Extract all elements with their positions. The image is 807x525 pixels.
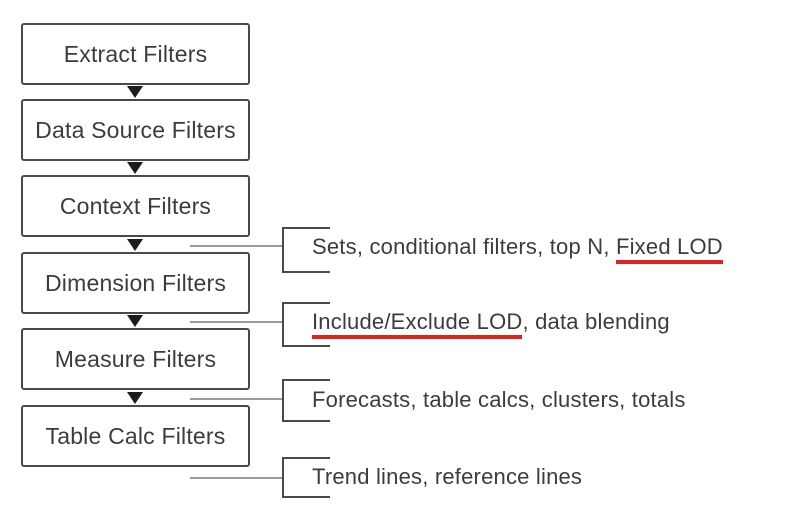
down-arrow-icon bbox=[127, 162, 143, 174]
flow-box-table-calc-filters: Table Calc Filters bbox=[21, 405, 250, 467]
callout-bracket bbox=[282, 302, 330, 347]
flow-box-measure-filters: Measure Filters bbox=[21, 328, 250, 390]
flow-box-label: Dimension Filters bbox=[44, 269, 227, 296]
annotation-text: Forecasts, table calcs, clusters, totals bbox=[312, 387, 686, 412]
down-arrow-icon bbox=[127, 239, 143, 251]
down-arrow-icon bbox=[127, 315, 143, 327]
flow-box-label: Measure Filters bbox=[54, 345, 217, 372]
flow-box-extract-filters: Extract Filters bbox=[21, 23, 250, 85]
connector-line bbox=[190, 321, 282, 323]
annotation-text: Sets, conditional filters, top N, bbox=[312, 234, 616, 259]
flow-box-label: Context Filters bbox=[59, 192, 212, 219]
annotation-table-calc-filters: Forecasts, table calcs, clusters, totals bbox=[312, 386, 686, 414]
annotation-text-underlined: Fixed LOD bbox=[615, 234, 723, 264]
down-arrow-icon bbox=[127, 392, 143, 404]
down-arrow-icon bbox=[127, 86, 143, 98]
annotation-text-underlined: Include/Exclude LOD bbox=[312, 309, 523, 339]
connector-line bbox=[190, 398, 282, 400]
flow-box-label: Data Source Filters bbox=[35, 116, 236, 143]
flow-box-label: Table Calc Filters bbox=[45, 422, 226, 449]
connector-line bbox=[190, 477, 282, 479]
callout-bracket bbox=[282, 457, 330, 498]
callout-bracket bbox=[282, 379, 330, 422]
flow-box-label: Extract Filters bbox=[63, 40, 208, 67]
annotation-trend-lines: Trend lines, reference lines bbox=[312, 463, 582, 491]
annotation-text: , data blending bbox=[522, 309, 670, 334]
flow-box-data-source-filters: Data Source Filters bbox=[21, 99, 250, 161]
flow-box-context-filters: Context Filters bbox=[21, 175, 250, 237]
callout-bracket bbox=[282, 227, 330, 273]
annotation-text: Trend lines, reference lines bbox=[312, 464, 583, 489]
annotation-dimension-filters: Sets, conditional filters, top N, Fixed … bbox=[312, 233, 723, 264]
annotation-measure-filters: Include/Exclude LOD, data blending bbox=[312, 308, 670, 339]
connector-line bbox=[190, 245, 282, 247]
flow-box-dimension-filters: Dimension Filters bbox=[21, 252, 250, 314]
